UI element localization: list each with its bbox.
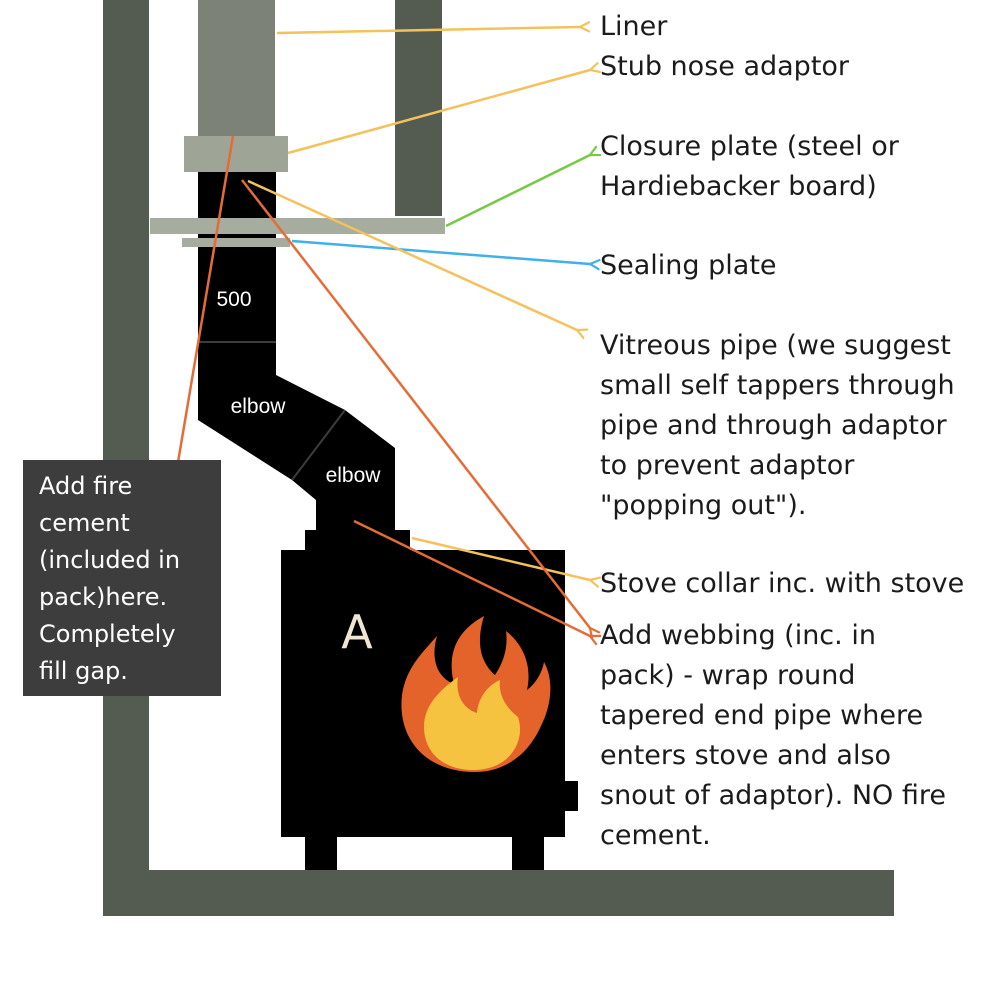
sealing-plate xyxy=(182,238,290,247)
fire-cement-note-line: Completely xyxy=(39,620,176,648)
fire-cement-note: Add fire cement (included in pack)here. … xyxy=(23,460,221,696)
stove-letter: A xyxy=(341,605,373,659)
arrow-vitreous-pipe xyxy=(247,179,577,330)
pipe-label-elbow-lower: elbow xyxy=(326,464,382,487)
stove-leg-right xyxy=(512,837,544,870)
arrow-closure-plate xyxy=(445,155,590,228)
fire-cement-note-line: fill gap. xyxy=(39,657,128,685)
label-vitreous-pipe-line: small self tappers through xyxy=(600,370,955,401)
fire-cement-note-line: cement xyxy=(39,509,130,537)
label-closure-plate-line: Hardiebacker board) xyxy=(600,171,877,202)
arrow-fire-cement xyxy=(175,135,235,480)
label-webbing-line: pack) - wrap round xyxy=(600,660,856,691)
chimney-wall-left xyxy=(103,0,149,916)
stub-nose-adaptor xyxy=(184,136,288,172)
label-stove-collar: Stove collar inc. with stove xyxy=(600,564,964,604)
label-vitreous-pipe-line: pipe and through adaptor xyxy=(600,410,947,441)
fire-cement-note-line: pack)here. xyxy=(39,583,168,611)
label-vitreous-pipe: Vitreous pipe (we suggest small self tap… xyxy=(600,326,955,526)
label-liner-text: Liner xyxy=(600,11,668,42)
label-webbing-line: cement. xyxy=(600,820,711,851)
label-webbing: Add webbing (inc. in pack) - wrap round … xyxy=(600,616,946,856)
pipe-label-elbow-upper: elbow xyxy=(231,395,287,418)
arrow-stove-collar xyxy=(411,536,590,580)
closure-plate xyxy=(150,218,445,234)
label-closure-plate: Closure plate (steel or Hardiebacker boa… xyxy=(600,127,899,207)
arrow-liner xyxy=(276,27,580,35)
label-closure-plate-line: Closure plate (steel or xyxy=(600,131,899,162)
flame-icon xyxy=(401,616,551,772)
chimney-inner-wall xyxy=(395,0,442,216)
label-stove-collar-text: Stove collar inc. with stove xyxy=(600,568,965,599)
elbow-joint xyxy=(291,409,346,481)
stove-handle xyxy=(565,781,578,811)
label-stub-nose-adaptor-text: Stub nose adaptor xyxy=(600,51,850,82)
label-liner: Liner xyxy=(600,7,667,47)
label-vitreous-pipe-line: Vitreous pipe (we suggest xyxy=(600,330,951,361)
label-webbing-line: snout of adaptor). NO fire xyxy=(600,780,947,811)
arrow-webbing-stove xyxy=(353,519,590,636)
label-vitreous-pipe-line: "popping out"). xyxy=(600,490,807,521)
arrow-webbing-adaptor xyxy=(241,179,590,628)
arrow-sealing-plate xyxy=(291,239,590,264)
hearth-floor xyxy=(103,870,894,916)
stove-leg-left xyxy=(305,837,337,870)
arrow-stub-nose xyxy=(287,70,590,155)
label-vitreous-pipe-line: to prevent adaptor xyxy=(600,450,855,481)
pipe-label-500: 500 xyxy=(216,288,251,311)
label-sealing-plate-text: Sealing plate xyxy=(600,250,777,281)
label-sealing-plate: Sealing plate xyxy=(600,246,777,286)
arrows xyxy=(175,27,590,636)
fire-cement-note-line: (included in xyxy=(39,546,181,574)
vitreous-pipe-500 xyxy=(198,172,276,342)
label-webbing-line: enters stove and also xyxy=(600,740,892,771)
label-stub-nose-adaptor: Stub nose adaptor xyxy=(600,47,849,87)
elbow-upper xyxy=(198,342,345,480)
label-webbing-line: Add webbing (inc. in xyxy=(600,620,876,651)
elbow-lower xyxy=(292,410,395,530)
liner xyxy=(198,0,275,138)
label-webbing-line: tapered end pipe where xyxy=(600,700,924,731)
fire-cement-note-line: Add fire xyxy=(39,472,133,500)
